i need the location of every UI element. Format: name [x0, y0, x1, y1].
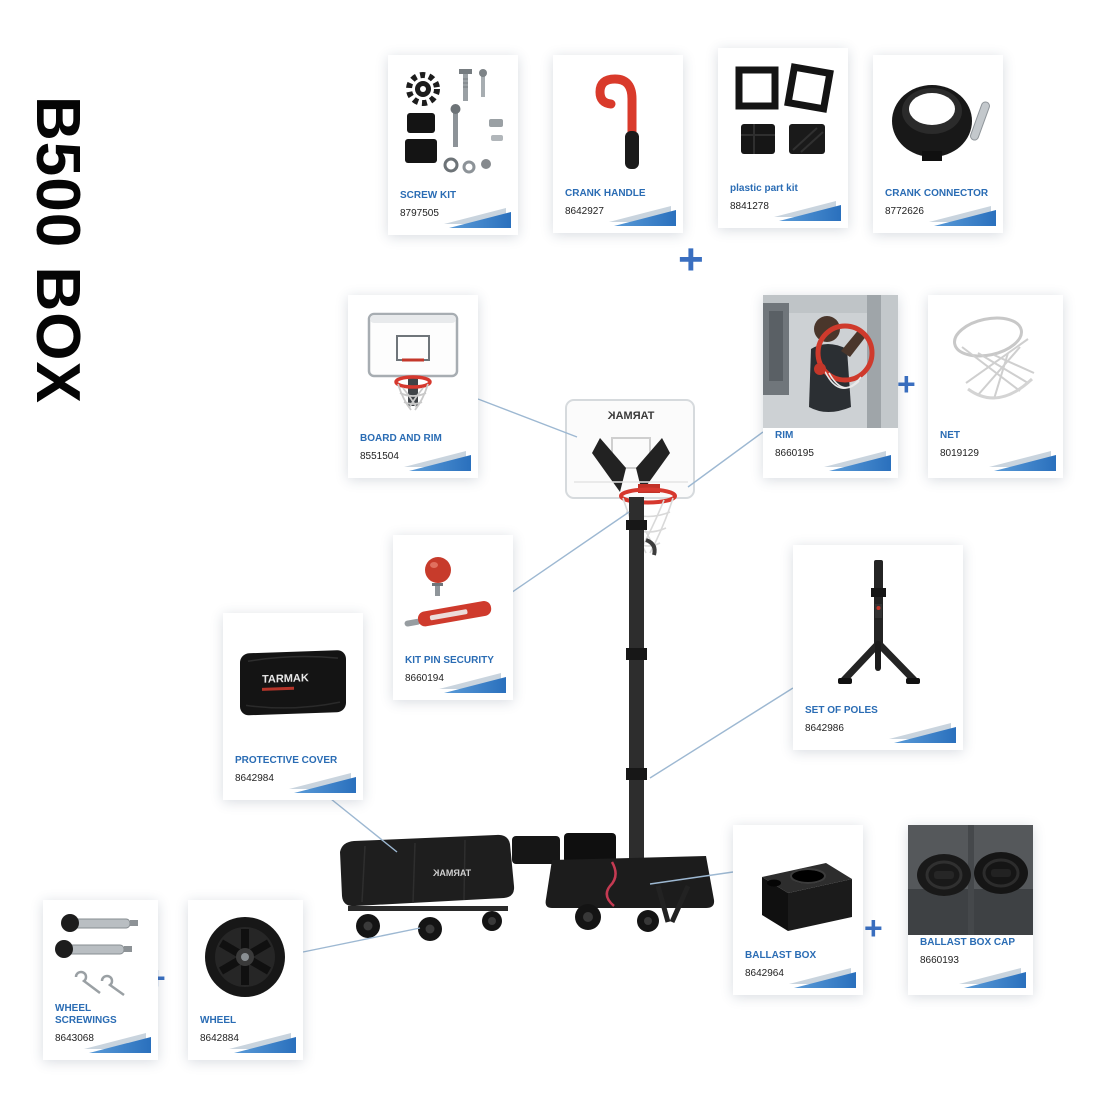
- rim-photo-illustration: [763, 295, 898, 428]
- part-card-plastic-part-kit[interactable]: plastic part kit 8841278: [718, 48, 848, 228]
- ballast-box-cap-icon: [908, 825, 1033, 935]
- crank-handle-icon: [595, 74, 639, 169]
- pole: [626, 497, 657, 862]
- crank-connector-image: [873, 55, 1003, 186]
- part-ref: 8642964: [745, 968, 784, 979]
- part-label: SCREW KIT: [400, 190, 457, 201]
- backboard: TARMAK: [565, 399, 695, 499]
- board-and-rim-image: [348, 295, 478, 431]
- corner-accent: [964, 972, 1026, 988]
- part-card-net[interactable]: NET 8019129: [928, 295, 1063, 478]
- screw-kit-image: [388, 55, 518, 188]
- part-ref: 8772626: [885, 206, 924, 217]
- part-card-crank-connector[interactable]: CRANK CONNECTOR 8772626: [873, 55, 1003, 233]
- part-ref: 8797505: [400, 208, 439, 219]
- ballast-box-image: [733, 825, 863, 948]
- part-card-board-and-rim[interactable]: BOARD AND RIM 8551504: [348, 295, 478, 478]
- part-label: PROTECTIVE COVER: [235, 755, 338, 766]
- net-image: [928, 295, 1063, 428]
- part-label: CRANK HANDLE: [565, 188, 646, 199]
- part-ref: 8642984: [235, 773, 274, 784]
- wheeled-base: [512, 833, 715, 932]
- part-label: WHEEL: [200, 1015, 237, 1026]
- part-label: RIM: [775, 430, 794, 441]
- part-ref: 8660195: [775, 448, 814, 459]
- protective-cover-icon: TARMAK: [240, 649, 346, 715]
- board-and-rim-icon: [367, 312, 459, 411]
- backboard-brand-mirrored: TARMAK: [608, 410, 655, 422]
- part-ref: 8643068: [55, 1033, 94, 1044]
- part-card-ballast-box[interactable]: BALLAST BOX 8642964: [733, 825, 863, 995]
- protective-cover-image: TARMAK: [223, 613, 363, 753]
- part-ref: 8642986: [805, 723, 844, 734]
- part-card-protective-cover[interactable]: TARMAK PROTECTIVE COVER 8642984: [223, 613, 363, 800]
- part-ref: 8642927: [565, 206, 604, 217]
- rim-photo: [763, 295, 898, 428]
- wheel-image: [188, 900, 303, 1013]
- wheel-screwings-icon: [55, 913, 138, 996]
- part-ref: 8660193: [920, 955, 959, 966]
- crank-connector-icon: [892, 85, 990, 161]
- set-of-poles-icon: [838, 560, 920, 684]
- part-label: NET: [940, 430, 960, 441]
- part-label: WHEEL SCREWINGS: [55, 1003, 117, 1026]
- crank-handle-image: [553, 55, 683, 186]
- ballast-box-icon: [762, 862, 852, 931]
- part-card-kit-pin-security[interactable]: KIT PIN SECURITY 8660194: [393, 535, 513, 700]
- part-card-wheel-screwings[interactable]: WHEEL SCREWINGS 8643068: [43, 900, 158, 1060]
- kit-pin-security-image: [393, 535, 513, 653]
- part-card-ballast-box-cap[interactable]: BALLAST BOX CAP 8660193: [908, 825, 1033, 995]
- part-label: CRANK CONNECTOR: [885, 188, 989, 199]
- part-label: plastic part kit: [730, 183, 798, 194]
- wheel-icon: [205, 916, 285, 997]
- plastic-part-kit-icon: [735, 62, 834, 154]
- page-title: B500 BOX: [23, 96, 92, 404]
- part-ref: 8551504: [360, 451, 399, 462]
- part-ref: 8841278: [730, 201, 769, 212]
- part-label: BALLAST BOX: [745, 950, 817, 961]
- part-label: SET OF POLES: [805, 705, 878, 716]
- set-of-poles-image: [793, 545, 963, 703]
- plus-sign: +: [864, 910, 883, 946]
- part-card-screw-kit[interactable]: SCREW KIT 8797505: [388, 55, 518, 235]
- kit-pin-security-icon: [404, 557, 492, 627]
- wheel-screwings-image: [43, 900, 158, 1001]
- plus-sign: +: [897, 366, 916, 402]
- plastic-part-kit-image: [718, 48, 848, 181]
- covered-trolley: TARMAK: [340, 834, 515, 941]
- ballast-box-cap-photo: [908, 825, 1033, 935]
- net-icon: [928, 295, 1063, 428]
- part-card-set-of-poles[interactable]: SET OF POLES 8642986: [793, 545, 963, 750]
- part-label: BALLAST BOX CAP: [920, 937, 1015, 948]
- trolley-brand-mirrored: TARMAK: [432, 868, 471, 878]
- screw-kit-icon: [405, 68, 503, 173]
- plus-sign: +: [678, 235, 704, 284]
- part-ref: 8019129: [940, 448, 979, 459]
- part-card-crank-handle[interactable]: CRANK HANDLE 8642927: [553, 55, 683, 233]
- part-label: KIT PIN SECURITY: [405, 655, 494, 666]
- part-label: BOARD AND RIM: [360, 433, 442, 444]
- product-illustration: TARMAK: [340, 399, 715, 941]
- cover-brand-text: TARMAK: [262, 672, 309, 686]
- part-card-wheel[interactable]: WHEEL 8642884: [188, 900, 303, 1060]
- part-ref: 8660194: [405, 673, 444, 684]
- hoop-rim: [619, 484, 677, 505]
- part-ref: 8642884: [200, 1033, 239, 1044]
- part-card-rim[interactable]: RIM 8660195: [763, 295, 898, 478]
